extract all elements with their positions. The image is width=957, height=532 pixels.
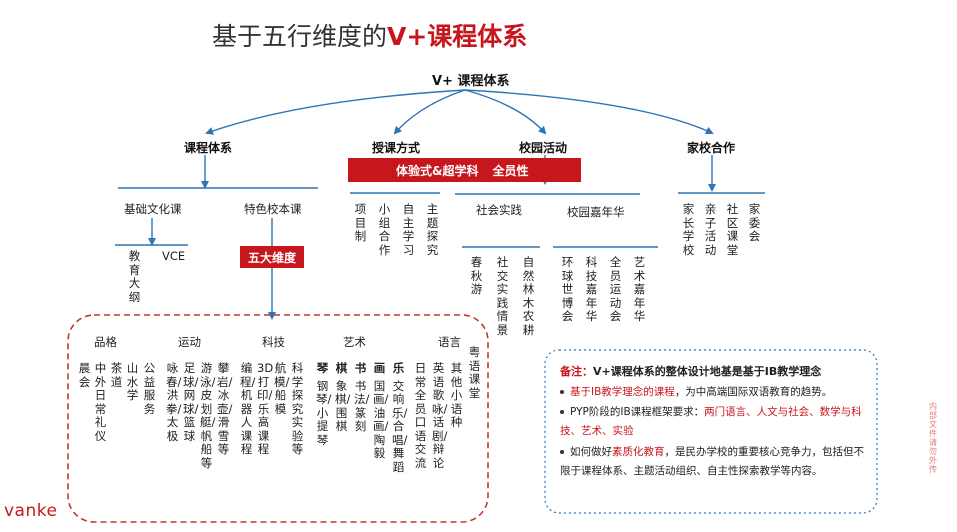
home-item-2: 亲子活动 [704,202,717,257]
approach-banner: 体验式&超学科 全员性 [348,158,581,182]
note-1-part-1: 基于IB教学理念的课程 [570,386,675,398]
sports-item-1: 咏春/洪拳/太极 [166,361,182,443]
art-item-shu: 书 书法/篆刻 [354,361,370,434]
dim-label-language: 语言 [438,335,461,349]
note-title: V+课程体系的整体设计地基是基于IB教学理念 [593,365,822,378]
arrow-root-home [464,89,714,135]
character-item-1: 晨会 [78,361,91,389]
dim-label-technology: 科技 [262,335,285,349]
five-dimensions-badge: 五大维度 [240,246,304,268]
social-item-3: 自然林木农耕 [522,255,535,337]
sports-item-2: 足球/网球/篮球 [183,361,199,443]
art-text-hua: 国画/油画/陶毅 [373,378,389,460]
carnival-item-4: 艺术嘉年华 [633,255,646,323]
home-item-4: 家委会 [748,202,761,243]
note-item-2: PYP阶段的IB课程框架要求：两门语言、人文与社会、数学与科技、艺术、实验 [560,403,865,441]
note-2-part-2: 两门语言、人文与社会、数学与科技、艺术、实验 [560,406,862,437]
sports-item-4: 攀岩/冰壶/滑雪等 [217,361,233,456]
side-watermark: 内部文件 请勿外传 [929,402,937,474]
arrow-root-teaching [393,89,466,135]
tech-item-1: 编程/机器人课程 [240,361,256,456]
character-item-4: 山水学 [126,361,139,402]
art-head-qi: 棋 [335,361,348,375]
node-curriculum: 课程体系 [184,141,233,155]
art-head-yue: 乐 [392,361,405,375]
language-item-3: 其他小语种 [450,361,463,429]
note-3-part-2: 素质化教育 [612,446,665,458]
bullet-icon [560,390,564,394]
art-item-qin: 琴 钢琴/小提琴 [316,361,332,447]
basic-item-vce: VCE [162,249,186,263]
bullet-icon [560,450,564,454]
node-campus: 校园活动 [519,141,568,155]
art-text-qi: 象棋/围棋 [335,378,351,433]
art-head-hua: 画 [373,361,386,375]
sports-item-3: 游泳/皮划艇/帆船等 [200,361,216,470]
dim-label-art: 艺术 [343,335,366,349]
tech-item-3: 航模/船模 [274,361,290,416]
carnival-item-1: 环球世博会 [561,255,574,323]
node-special-course: 特色校本课 [244,202,302,216]
node-social-practice: 社会实践 [476,203,522,217]
tech-item-4: 科学探究实验等 [291,361,304,456]
dim-label-sports: 运动 [178,335,201,349]
character-item-3: 茶道 [110,361,123,389]
social-item-2: 社交实践情景 [496,255,509,337]
arrow-root-campus [464,89,547,135]
node-teaching: 授课方式 [372,141,421,155]
art-text-yue: 交响乐/合唱/舞蹈 [392,378,408,474]
character-item-5: 公益服务 [143,361,156,416]
teaching-item-3: 自主学习 [402,202,415,257]
basic-item-syllabus: 教育大纲 [128,249,141,304]
root-node: V+ 课程体系 [432,74,510,89]
carnival-item-2: 科技嘉年华 [585,255,598,323]
art-head-shu: 书 [354,361,367,375]
note-3-part-3: ，是民办学校的重要核心竞争力，包括但不限于课程体系、主题活动组织、自主性探索教学… [560,446,864,477]
dimensions-dashed-frame [67,314,489,523]
art-item-hua: 画 国画/油画/陶毅 [373,361,389,461]
note-item-3: 如何做好素质化教育，是民办学校的重要核心竞争力，包括但不限于课程体系、主题活动组… [560,443,865,481]
language-item-2: 英语歌咏/话剧/辩论 [432,361,448,470]
home-item-1: 家长学校 [682,202,695,257]
banner-right: 全员性 [492,163,529,178]
bullet-icon [560,410,564,414]
art-item-yue: 乐 交响乐/合唱/舞蹈 [392,361,408,474]
teaching-item-1: 项目制 [354,202,367,243]
page-title: 基于五行维度的V+课程体系 [212,17,527,53]
title-highlight: V+课程体系 [387,22,528,51]
art-text-shu: 书法/篆刻 [354,378,370,433]
social-item-1: 春秋游 [470,255,483,296]
note-label: 备注： [560,365,593,378]
teaching-item-2: 小组合作 [378,202,391,257]
node-basic-course: 基础文化课 [124,202,182,216]
note-dotted-frame [544,349,878,514]
dim-label-character: 品格 [94,335,117,349]
note-heading: 备注：V+课程体系的整体设计地基是基于IB教学理念 [560,363,821,379]
character-item-2: 中外日常礼仪 [94,361,107,443]
teaching-item-4: 主题探究 [426,202,439,257]
banner-left: 体验式&超学科 [396,163,479,178]
art-head-qin: 琴 [316,361,329,375]
node-carnival: 校园嘉年华 [567,205,625,219]
tech-item-2: 3D打印/乐高课程 [257,361,274,456]
note-1-part-2: ，为中高端国际双语教育的趋势。 [674,386,833,398]
language-item-4: 粤语课堂 [468,345,481,400]
carnival-item-3: 全员运动会 [609,255,622,323]
arrow-root-curriculum [205,89,466,135]
note-item-1: 基于IB教学理念的课程，为中高端国际双语教育的趋势。 [560,383,865,402]
art-item-qi: 棋 象棋/围棋 [335,361,351,434]
home-item-3: 社区课堂 [726,202,739,257]
art-text-qin: 钢琴/小提琴 [316,378,332,447]
title-prefix: 基于五行维度的 [212,22,388,51]
language-item-1: 日常全员口语交流 [414,361,427,470]
node-home: 家校合作 [687,141,736,155]
vanke-logo: vanke [4,501,58,521]
note-3-part-1: 如何做好 [570,446,612,458]
note-2-part-1: PYP阶段的IB课程框架要求： [570,406,705,418]
